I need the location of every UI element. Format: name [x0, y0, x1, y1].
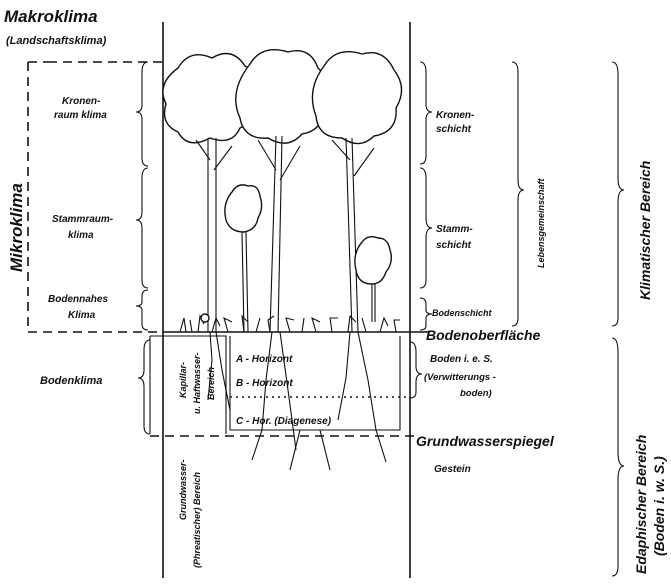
kapillar-label-1: Kapillar- [178, 362, 188, 398]
brace-bodenschicht [420, 298, 432, 330]
lebensgemeinschaft-label: Lebensgemeinschaft [536, 177, 546, 268]
kronenraum-label-1: Kronen- [62, 96, 101, 107]
brace-klimatisch [612, 62, 624, 326]
edaphischer-label-2: (Boden i. w. S.) [651, 456, 667, 556]
brace-kronenraum [136, 62, 148, 166]
bodenschicht-label: Bodenschicht [432, 308, 493, 318]
bodennah-label-1: Bodennahes [48, 294, 108, 305]
stammschicht-label-2: schicht [436, 240, 472, 251]
klimatischer-label: Klimatischer Bereich [637, 161, 653, 300]
kronenschicht-label-1: Kronen- [436, 110, 475, 121]
brace-bodennah [136, 290, 148, 330]
makroklima-label: Makroklima [4, 7, 98, 26]
brace-edaphisch [612, 338, 624, 576]
bodenoberflaeche-label: Bodenoberfläche [426, 327, 541, 343]
edaphischer-label-1: Edaphischer Bereich [633, 435, 649, 574]
root-system [208, 332, 386, 470]
brace-stammraum [136, 168, 148, 288]
kapillar-label-2: u. Haftwasser- [192, 352, 202, 414]
gestein-label: Gestein [434, 464, 471, 475]
landschaftsklima-label: (Landschaftsklima) [6, 35, 107, 47]
a-horizont-label: A - Horizont [235, 354, 293, 365]
boden-label-1: Boden i. e. S. [430, 354, 493, 365]
grundwasserspiegel-label: Grundwasserspiegel [416, 433, 555, 449]
boden-label-3: boden) [460, 388, 492, 399]
kronenraum-label-2: raum klima [54, 110, 107, 121]
brace-stammschicht [420, 168, 432, 288]
b-horizont-label: B - Horizont [236, 378, 293, 389]
mikroklima-label: Mikroklima [7, 183, 26, 272]
tree-small-2 [355, 237, 391, 322]
brace-kronenschicht [420, 62, 432, 164]
kronenschicht-label-2: schicht [436, 124, 472, 135]
vegetation-bud [201, 314, 209, 322]
stammraum-label-2: klima [68, 230, 94, 241]
bodenklima-label: Bodenklima [40, 375, 102, 387]
bodennah-label-2: Klima [68, 310, 96, 321]
brace-boden [410, 342, 422, 398]
tree-3 [312, 52, 401, 332]
ground-vegetation [180, 316, 400, 332]
c-horizont-label: C - Hor. (Diagenese) [236, 416, 332, 427]
brace-bodenklima [138, 340, 150, 434]
stammraum-label-1: Stammraum- [52, 214, 114, 225]
tree-small-1 [225, 185, 262, 332]
boden-label-2: (Verwitterungs - [424, 372, 496, 383]
kapillar-label-3: Bereich [206, 366, 216, 400]
brace-lebensgemeinschaft [512, 62, 524, 326]
grundwasser-label-1: Grundwasser- [178, 459, 188, 520]
stammschicht-label-1: Stamm- [436, 224, 473, 235]
grundwasser-label-2: (Phreatischer) Bereich [192, 471, 202, 568]
